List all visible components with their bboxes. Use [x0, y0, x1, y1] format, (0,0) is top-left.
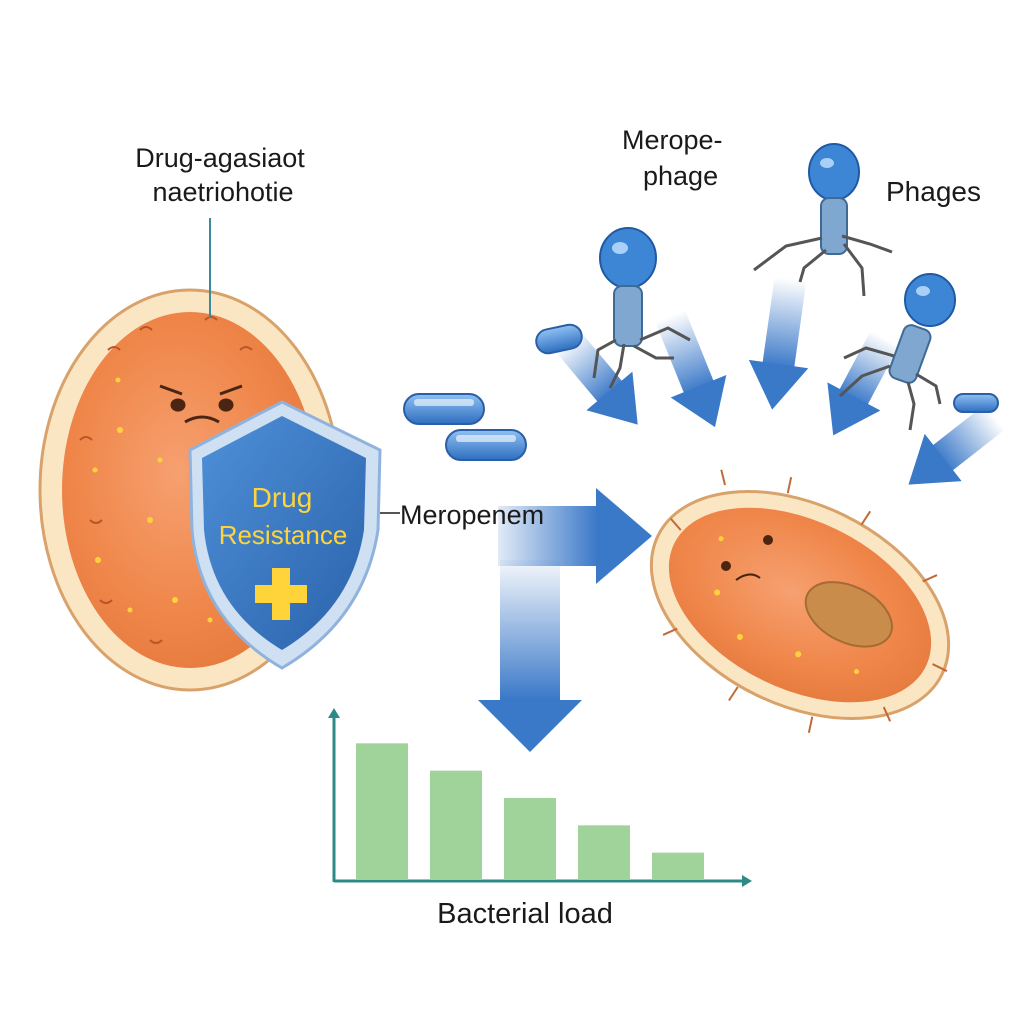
chart-bar-2 — [430, 770, 482, 880]
phage-label-line2: phage — [643, 161, 719, 191]
pill-icon — [403, 393, 485, 425]
sad-face — [721, 535, 773, 581]
chart-bar-1 — [356, 743, 408, 880]
chart-y-axis-arrow — [328, 708, 340, 718]
plus-cross-icon — [255, 568, 307, 620]
chart-bar-4 — [578, 825, 630, 880]
phage-icon — [592, 227, 691, 389]
pill-icon — [445, 429, 527, 461]
resistant-bacterium-label-line1: Drug-agasiaot — [135, 143, 305, 173]
shield-label-line1: Drug — [251, 482, 313, 513]
pill-icon — [953, 393, 999, 413]
phage-icon — [753, 143, 893, 297]
bacterial-load-chart — [328, 708, 752, 887]
angry-face — [159, 384, 243, 424]
target-bacterium — [649, 469, 951, 734]
phage-label-line1: Merope- — [622, 125, 723, 155]
bacterial-load-label: Bacterial load — [437, 898, 613, 930]
chart-bar-3 — [504, 798, 556, 880]
treatment-arrows — [478, 488, 652, 752]
chart-bar-5 — [652, 852, 704, 880]
shield-label-line2: Resistance — [218, 520, 348, 550]
chart-x-axis-arrow — [742, 875, 752, 887]
resistant-bacterium-label-line2: naetriohotie — [152, 177, 294, 207]
drug-resistance-shield — [188, 400, 382, 670]
phage-attack-arrows — [554, 276, 1006, 485]
meropenem-label: Meropenem — [400, 500, 545, 530]
phages-label: Phages — [886, 176, 981, 207]
phage-icon — [838, 273, 956, 431]
